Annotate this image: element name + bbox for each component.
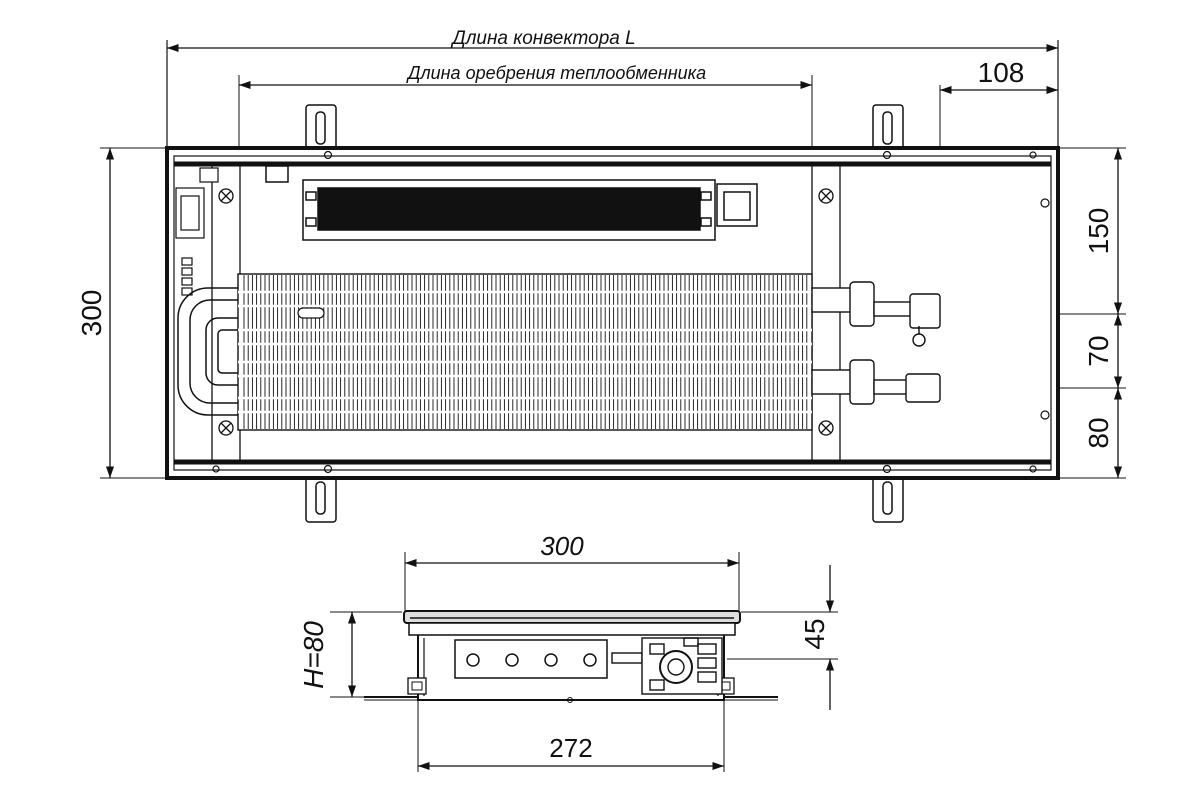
pipe-connections <box>811 281 941 405</box>
label-mid: 70 <box>1083 335 1114 366</box>
fin-slot <box>297 307 325 319</box>
fan-unit <box>265 165 758 241</box>
label-side-frame: 45 <box>799 618 830 649</box>
side-grille <box>403 610 741 624</box>
mounting-brackets <box>305 104 904 523</box>
label-convector-length: Длина конвектора L <box>450 28 635 49</box>
label-side-height: H=80 <box>298 621 329 689</box>
housing-inner <box>173 155 1052 471</box>
label-top: 150 <box>1083 208 1114 255</box>
label-bottom: 80 <box>1083 417 1114 448</box>
u-bend-tube <box>177 287 238 416</box>
label-width: 300 <box>76 290 107 337</box>
label-side-width-bottom: 272 <box>549 733 592 763</box>
label-side-width-top: 300 <box>540 531 584 561</box>
side-exchanger <box>454 639 608 679</box>
heat-exchanger-fins <box>237 273 813 431</box>
side-fan <box>611 637 723 695</box>
plate-screws <box>218 188 834 436</box>
side-view <box>330 552 838 772</box>
top-view <box>100 40 1126 523</box>
label-offset: 108 <box>978 57 1025 88</box>
label-fin-length: Длина оребрения теплообменника <box>406 63 706 83</box>
electrical-block <box>175 167 219 296</box>
